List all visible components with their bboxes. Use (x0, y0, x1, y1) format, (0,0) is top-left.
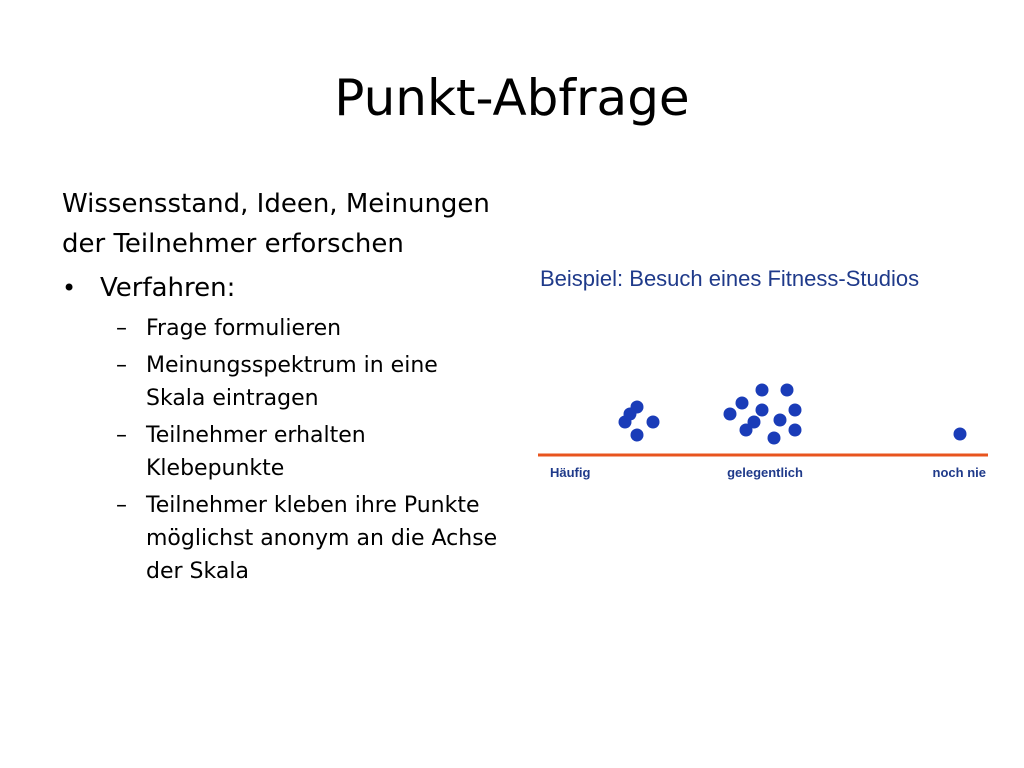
dot-scale: Häufig gelegentlich noch nie (538, 383, 988, 480)
dash-icon: – (116, 493, 127, 518)
slide-content: Wissensstand, Ideen, Meinungen der Teiln… (62, 184, 502, 592)
sticker-dot (755, 383, 769, 397)
sub-item-text: Teilnehmer kleben ihre Punkte möglichst … (146, 493, 498, 584)
dash-icon: – (116, 353, 127, 378)
bullet-dot-icon: • (62, 274, 77, 302)
sticker-dot (788, 423, 802, 437)
dash-icon: – (116, 316, 127, 341)
sub-item-text: Frage formulieren (146, 316, 342, 341)
scale-label-haeufig: Häufig (550, 465, 591, 480)
sticker-dot (747, 415, 761, 429)
sub-item: – Meinungsspektrum in eine Skala eintrag… (116, 349, 502, 415)
sticker-dot (755, 403, 769, 417)
sticker-dot (953, 427, 967, 441)
sub-item: – Frage formulieren (116, 312, 502, 345)
sticker-dot (623, 407, 637, 421)
sub-item-text: Teilnehmer erhalten Klebepunkte (146, 423, 366, 481)
intro-text: Wissensstand, Ideen, Meinungen der Teiln… (62, 189, 490, 259)
sub-item: – Teilnehmer kleben ihre Punkte möglichs… (116, 489, 502, 588)
sticker-dot (630, 428, 644, 442)
sticker-dot (739, 423, 753, 437)
sticker-dot (646, 415, 660, 429)
bullet-label: Verfahren: (100, 273, 236, 303)
dash-icon: – (116, 423, 127, 448)
example-title: Beispiel: Besuch eines Fitness-Studios (540, 266, 920, 291)
slide-title: Punkt-Abfrage (334, 69, 690, 127)
sticker-dot (767, 431, 781, 445)
sticker-dot (773, 413, 787, 427)
sub-list: – Frage formulieren – Meinungsspektrum i… (116, 312, 502, 588)
scale-label-gelegentlich: gelegentlich (727, 465, 803, 480)
sticker-dot (780, 383, 794, 397)
scale-label-noch-nie: noch nie (933, 465, 986, 480)
sticker-dot (788, 403, 802, 417)
sub-item: – Teilnehmer erhalten Klebepunkte (116, 419, 502, 485)
sticker-dot (723, 407, 737, 421)
bullet-verfahren: • Verfahren: (62, 268, 502, 308)
sub-item-text: Meinungsspektrum in eine Skala eintragen (146, 353, 438, 411)
sticker-dot (735, 396, 749, 410)
dots-layer (618, 383, 967, 445)
